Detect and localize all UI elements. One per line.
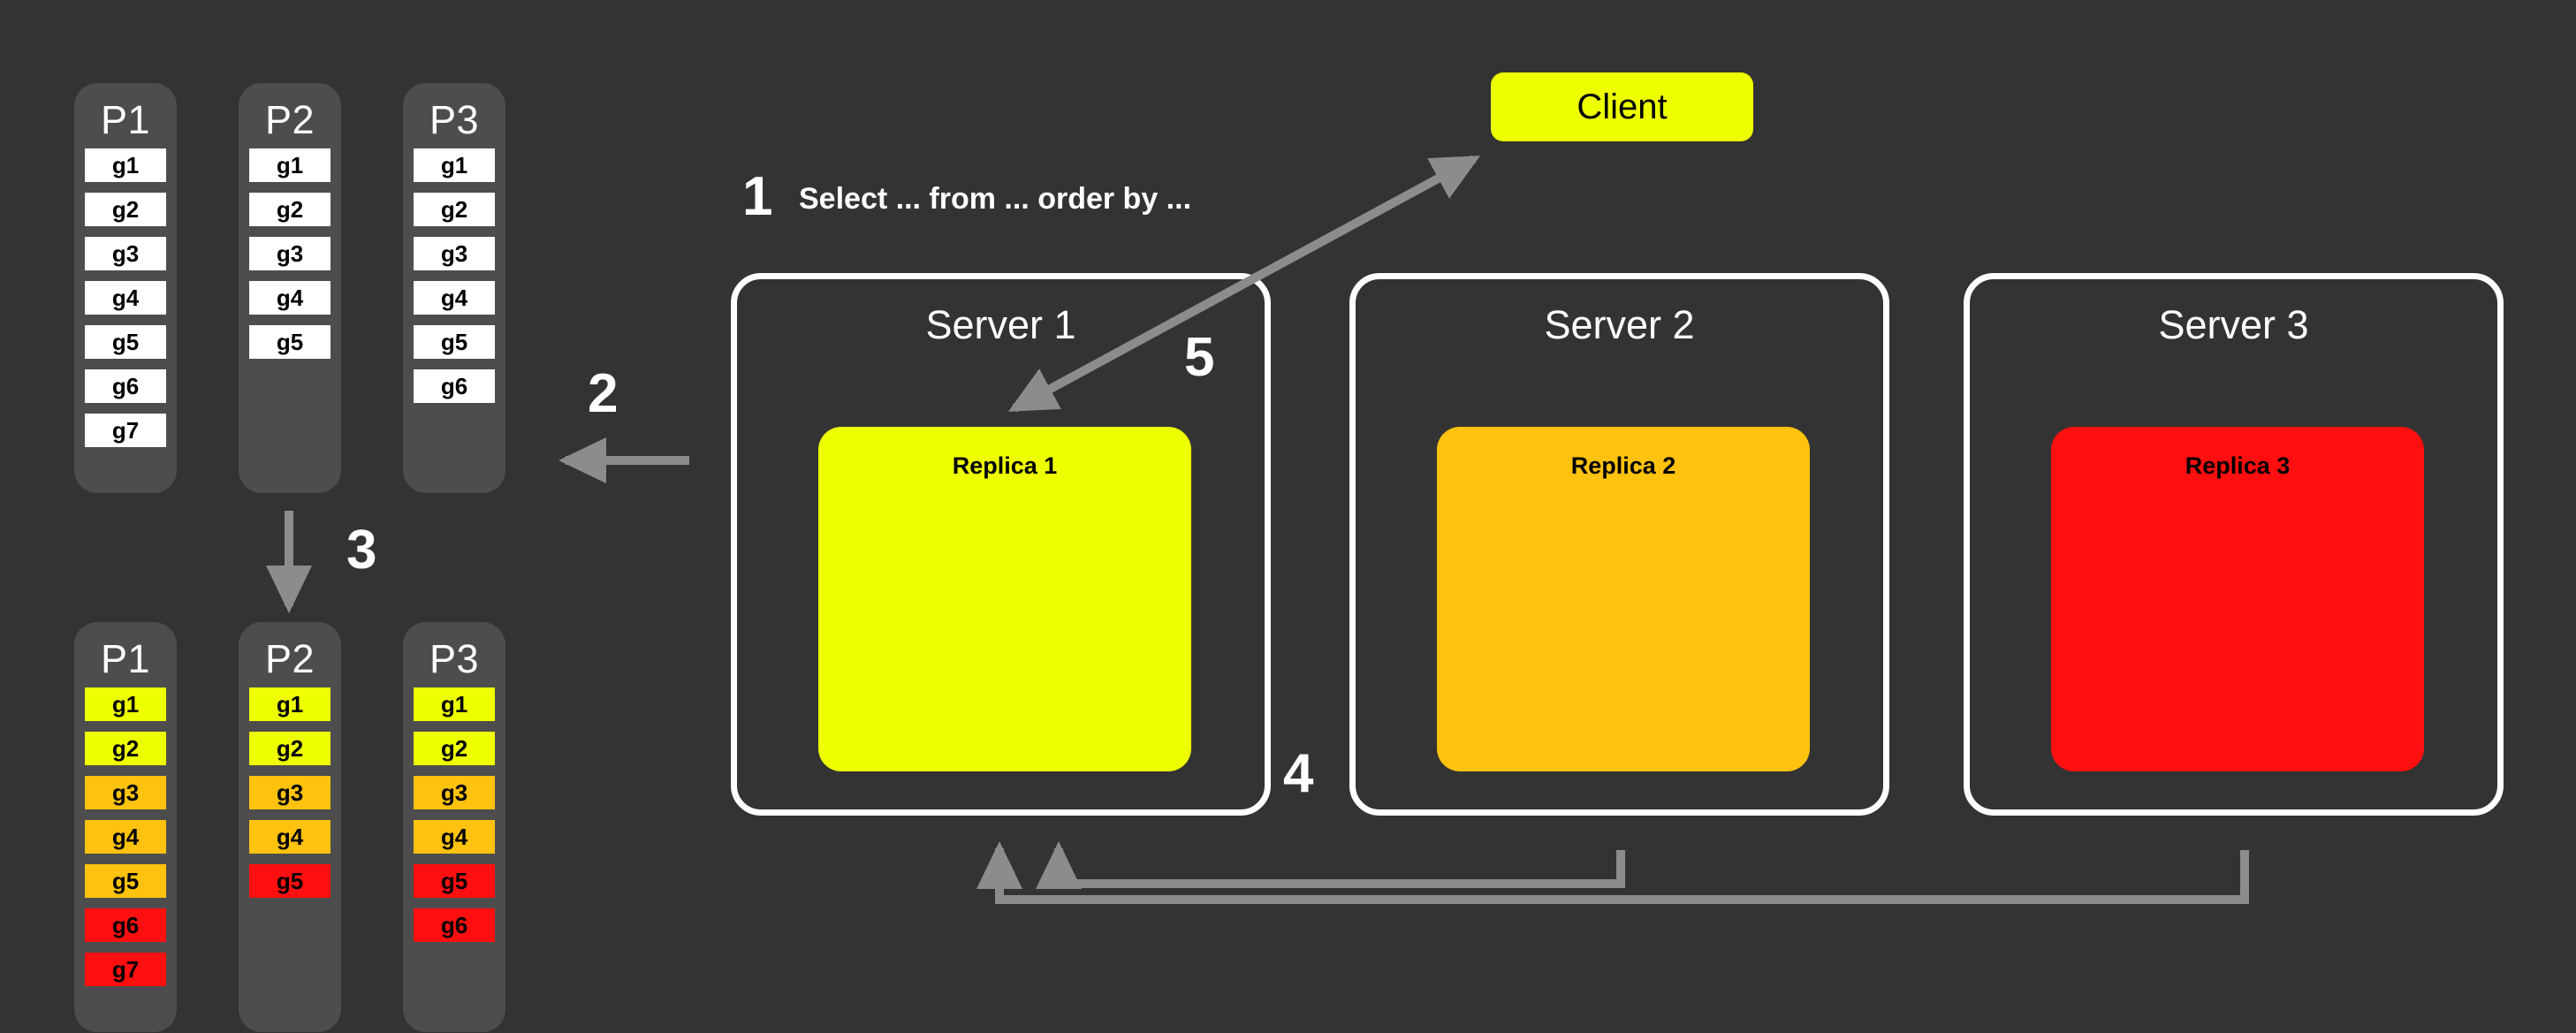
partition-cells: g1 g2 g3 g4 g5 bbox=[249, 148, 331, 359]
partition-cell: g1 bbox=[414, 687, 495, 721]
server-2-frame: Server 2 Replica 2 bbox=[1349, 273, 1889, 816]
partition-cell: g1 bbox=[249, 687, 331, 721]
partition-cell: g6 bbox=[85, 369, 166, 403]
partition-cell: g2 bbox=[249, 732, 331, 765]
partition-cell: g5 bbox=[249, 325, 331, 359]
partition-cell: g6 bbox=[414, 908, 495, 942]
partition-cell: g5 bbox=[85, 864, 166, 898]
step-number-1: 1 bbox=[742, 166, 773, 227]
client-label: Client bbox=[1577, 87, 1668, 126]
partition-cell: g3 bbox=[414, 776, 495, 809]
partition-column-p3-after: P3 g1 g2 g3 g4 g5 g6 bbox=[403, 622, 505, 1032]
partition-cell: g2 bbox=[414, 193, 495, 226]
partition-cells: g1 g2 g3 g4 g5 bbox=[249, 687, 331, 898]
partition-cell: g4 bbox=[249, 820, 331, 854]
partition-cell: g1 bbox=[85, 148, 166, 182]
replica-label: Replica 1 bbox=[952, 452, 1058, 479]
step-number-4: 4 bbox=[1283, 743, 1314, 804]
server-3-frame: Server 3 Replica 3 bbox=[1964, 273, 2504, 816]
partition-title: P1 bbox=[100, 636, 151, 681]
replica-label: Replica 3 bbox=[2185, 452, 2291, 479]
server-title: Server 3 bbox=[2158, 302, 2309, 347]
partition-column-p2-after: P2 g1 g2 g3 g4 g5 bbox=[239, 622, 341, 1032]
partition-cell: g2 bbox=[85, 732, 166, 765]
partition-cell: g5 bbox=[85, 325, 166, 359]
partition-cell: g5 bbox=[249, 864, 331, 898]
partition-title: P3 bbox=[429, 636, 480, 681]
replica-1-box[interactable]: Replica 1 bbox=[818, 427, 1191, 771]
partition-cell: g7 bbox=[85, 414, 166, 447]
partition-column-p2-before: P2 g1 g2 g3 g4 g5 bbox=[239, 83, 341, 493]
partition-cell: g4 bbox=[85, 281, 166, 315]
partition-cell: g6 bbox=[414, 369, 495, 403]
partition-title: P2 bbox=[264, 636, 315, 681]
partition-cell: g3 bbox=[85, 237, 166, 270]
partition-cells: g1 g2 g3 g4 g5 g6 bbox=[414, 687, 495, 942]
partition-column-p1-before: P1 g1 g2 g3 g4 g5 g6 g7 bbox=[74, 83, 177, 493]
partition-cells: g1 g2 g3 g4 g5 g6 g7 bbox=[85, 687, 166, 986]
partition-cell: g1 bbox=[249, 148, 331, 182]
partition-column-p3-before: P3 g1 g2 g3 g4 g5 g6 bbox=[403, 83, 505, 493]
partition-cell: g4 bbox=[414, 281, 495, 315]
partition-title: P3 bbox=[429, 97, 480, 142]
replica-3-box[interactable]: Replica 3 bbox=[2051, 427, 2424, 771]
partition-cell: g5 bbox=[414, 864, 495, 898]
step-number-3: 3 bbox=[346, 520, 377, 581]
partition-cell: g2 bbox=[414, 732, 495, 765]
partition-cell: g7 bbox=[85, 953, 166, 986]
partition-cell: g3 bbox=[85, 776, 166, 809]
partition-cell: g3 bbox=[414, 237, 495, 270]
arrow-step4-from-replica3 bbox=[976, 840, 2249, 904]
partition-column-p1-after: P1 g1 g2 g3 g4 g5 g6 g7 bbox=[74, 622, 177, 1032]
client-box[interactable]: Client bbox=[1491, 72, 1753, 141]
step-number-5: 5 bbox=[1184, 327, 1215, 388]
replica-2-box[interactable]: Replica 2 bbox=[1437, 427, 1810, 771]
query-text: Select ... from ... order by ... bbox=[799, 182, 1192, 216]
arrow-step4-from-replica2 bbox=[1036, 840, 1625, 889]
server-1-frame: Server 1 Replica 1 bbox=[731, 273, 1271, 816]
partition-cell: g4 bbox=[249, 281, 331, 315]
step-number-2: 2 bbox=[588, 363, 619, 424]
replica-label: Replica 2 bbox=[1570, 452, 1676, 479]
partition-cell: g1 bbox=[414, 148, 495, 182]
server-title: Server 2 bbox=[1544, 302, 1695, 347]
partition-cells: g1 g2 g3 g4 g5 g6 g7 bbox=[85, 148, 166, 447]
partition-cell: g4 bbox=[85, 820, 166, 854]
partition-cell: g3 bbox=[249, 237, 331, 270]
partition-cells: g1 g2 g3 g4 g5 g6 bbox=[414, 148, 495, 403]
partition-cell: g4 bbox=[414, 820, 495, 854]
partition-cell: g2 bbox=[249, 193, 331, 226]
partition-cell: g5 bbox=[414, 325, 495, 359]
partition-cell: g2 bbox=[85, 193, 166, 226]
partition-title: P1 bbox=[100, 97, 151, 142]
partition-cell: g3 bbox=[249, 776, 331, 809]
partition-title: P2 bbox=[264, 97, 315, 142]
partition-cell: g1 bbox=[85, 687, 166, 721]
partition-cell: g6 bbox=[85, 908, 166, 942]
